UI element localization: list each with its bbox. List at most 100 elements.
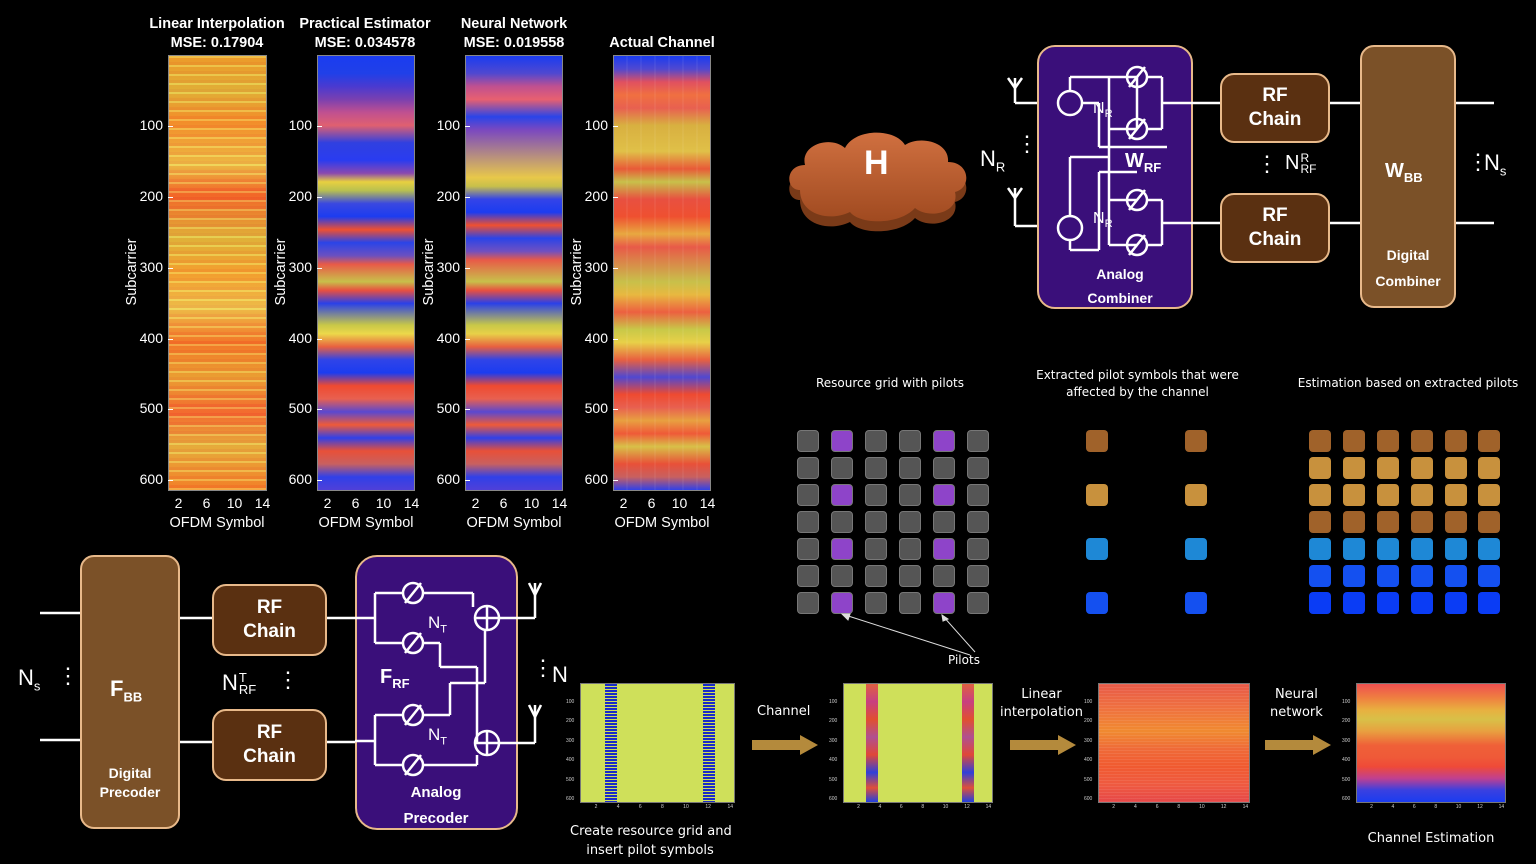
y-tick-label: 600 — [584, 471, 608, 488]
channel-estimation-label: Channel Estimation — [1367, 831, 1495, 846]
mini-x-tick-label: 10 — [1455, 804, 1462, 810]
x-tick-label: 6 — [202, 495, 211, 511]
rx-rf-wires — [1193, 101, 1361, 225]
estimated-cell — [1343, 484, 1365, 506]
y-tick-mark — [168, 267, 173, 269]
mini-y-tick-label: 200 — [566, 718, 575, 725]
wrf-label: WRF — [1125, 150, 1162, 175]
mini-x-tick-label: 8 — [921, 804, 925, 810]
y-tick-label: 100 — [436, 116, 460, 133]
mini-y-tick-label: 600 — [1342, 796, 1351, 803]
mini-y-tick-label: 500 — [1084, 776, 1093, 783]
y-tick-mark — [465, 196, 470, 198]
data-cell — [865, 430, 887, 452]
mini-x-tick-label: 8 — [1177, 804, 1181, 810]
data-cell — [865, 538, 887, 560]
y-tick-mark — [613, 338, 618, 340]
estimated-cell — [1445, 511, 1467, 533]
arrow-channel — [752, 735, 818, 760]
y-tick-label: 500 — [584, 400, 608, 417]
y-tick-mark — [168, 480, 173, 482]
pilot-column-1 — [605, 684, 617, 802]
xlabel-plot2: OFDM Symbol — [318, 515, 414, 531]
y-tick-mark — [317, 409, 322, 411]
data-cell — [797, 457, 819, 479]
y-tick-mark — [168, 196, 173, 198]
rx-out-wires — [1456, 101, 1494, 225]
data-cell — [899, 511, 921, 533]
pilot-cell — [933, 484, 955, 506]
x-tick-label: 14 — [551, 495, 568, 511]
mini-x-tick-label: 4 — [1134, 804, 1137, 810]
mini-y-tick-label: 500 — [829, 776, 838, 783]
x-tick-label: 14 — [403, 495, 420, 511]
y-tick-label: 100 — [584, 116, 608, 133]
n-out-label: N — [552, 662, 568, 687]
mini-y-tick-label: 300 — [1342, 737, 1351, 744]
estimated-cell — [1377, 484, 1399, 506]
data-cell — [933, 565, 955, 587]
xlabel-plot1: OFDM Symbol — [169, 515, 265, 531]
estimated-cell — [1309, 457, 1331, 479]
estimated-cell — [1478, 511, 1500, 533]
y-tick-label: 600 — [288, 471, 312, 488]
mini-y-tick-label: 200 — [1084, 718, 1093, 725]
mini-plot-resource-grid — [580, 683, 735, 803]
analog-precoder-box — [355, 555, 518, 830]
data-cell — [899, 538, 921, 560]
extracted-pilot-cell — [1185, 430, 1207, 452]
mini-y-tick-label: 600 — [829, 796, 838, 803]
extracted-pilot-cell — [1086, 538, 1108, 560]
mini-x-tick-label: 4 — [1391, 804, 1395, 810]
channel-step-label: Channel — [757, 704, 811, 719]
estimated-cell — [1377, 538, 1399, 560]
pilot-cell — [933, 430, 955, 452]
mini-y-tick-label: 400 — [1342, 757, 1351, 764]
estimated-cell — [1478, 538, 1500, 560]
data-cell — [967, 538, 989, 560]
channel-cloud — [789, 132, 967, 232]
estimated-cell — [1478, 484, 1500, 506]
digital-combiner-label: Digital Combiner — [1375, 247, 1441, 289]
x-tick-label: 10 — [523, 495, 540, 511]
mini-y-tick-label: 400 — [829, 757, 838, 764]
estimated-cell — [1309, 592, 1331, 614]
arrow-neural — [1265, 735, 1331, 760]
extracted-pilot-cell — [1086, 430, 1108, 452]
estimated-cell — [1377, 430, 1399, 452]
estimated-cell — [1478, 457, 1500, 479]
estimated-cell — [1445, 538, 1467, 560]
mini-y-tick-label: 400 — [566, 757, 575, 764]
extracted-title: Extracted pilot symbols that were affect… — [1036, 368, 1239, 399]
fbb-label: FBB — [110, 676, 143, 705]
heatmap-actual-channel — [613, 55, 711, 491]
y-tick-label: 400 — [584, 329, 608, 346]
y-tick-mark — [465, 338, 470, 340]
heatmap-practical-estimator — [317, 55, 415, 491]
y-tick-label: 300 — [436, 258, 460, 275]
estimated-cell — [1411, 511, 1433, 533]
y-tick-mark — [465, 125, 470, 127]
mini-x-tick-label: 14 — [985, 804, 992, 810]
x-tick-label: 14 — [254, 495, 271, 511]
pilot-cell — [831, 484, 853, 506]
estimated-cell — [1445, 484, 1467, 506]
data-cell — [865, 511, 887, 533]
pilot-pointer-lines — [840, 613, 976, 656]
data-cell — [967, 511, 989, 533]
vdots-tx-mid: ⋮ — [277, 667, 299, 692]
estimated-cell — [1411, 592, 1433, 614]
analog-combiner-label: Analog Combiner — [1087, 266, 1153, 306]
x-tick-label: 6 — [499, 495, 508, 511]
estimated-cell — [1377, 592, 1399, 614]
x-tick-label: 2 — [471, 495, 480, 511]
arrow-linear — [1010, 735, 1076, 760]
ns-tx-label: Ns — [18, 665, 41, 694]
extracted-pilot-cell — [1086, 592, 1108, 614]
mini-x-tick-label: 2 — [1370, 804, 1373, 810]
resource-grid-title: Resource grid with pilots — [815, 376, 965, 390]
arrow-right-icon — [1265, 735, 1331, 755]
